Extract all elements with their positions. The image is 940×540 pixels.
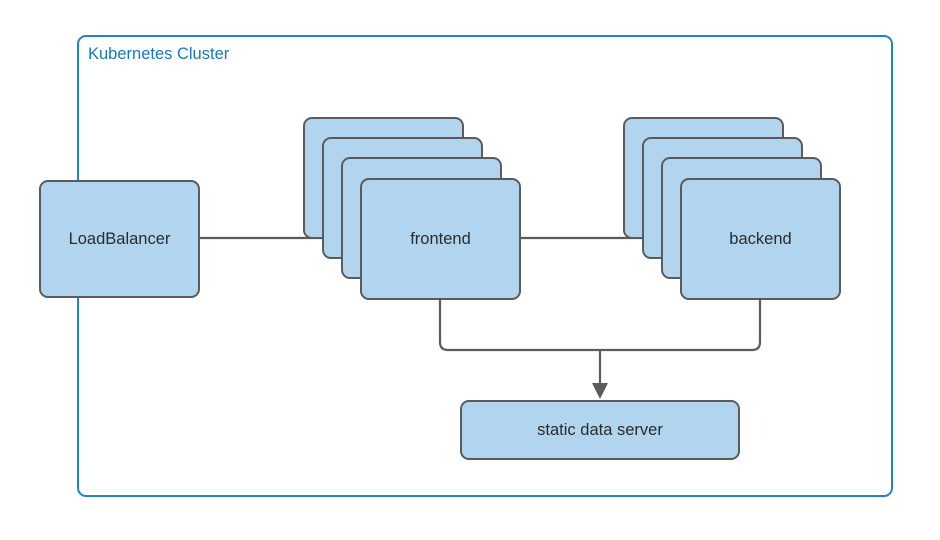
frontend-replica-card-front[interactable]: frontend xyxy=(360,178,521,300)
node-frontend-label: frontend xyxy=(410,229,471,248)
node-static-data-server-label: static data server xyxy=(537,420,663,439)
node-loadbalancer-label: LoadBalancer xyxy=(68,229,171,248)
edge-frontend-to-static-data-server xyxy=(438,300,600,352)
node-backend-label: backend xyxy=(729,229,792,248)
edge-merge-arrow-to-static-data-server xyxy=(592,350,608,399)
node-loadbalancer[interactable]: LoadBalancer xyxy=(39,180,200,298)
edge-backend-to-static-data-server xyxy=(600,300,762,352)
node-backend-stack[interactable]: backend xyxy=(623,117,841,300)
node-static-data-server[interactable]: static data server xyxy=(460,400,740,460)
backend-replica-card-front[interactable]: backend xyxy=(680,178,841,300)
kubernetes-cluster-label: Kubernetes Cluster xyxy=(88,45,230,63)
node-frontend-stack[interactable]: frontend xyxy=(303,117,521,300)
